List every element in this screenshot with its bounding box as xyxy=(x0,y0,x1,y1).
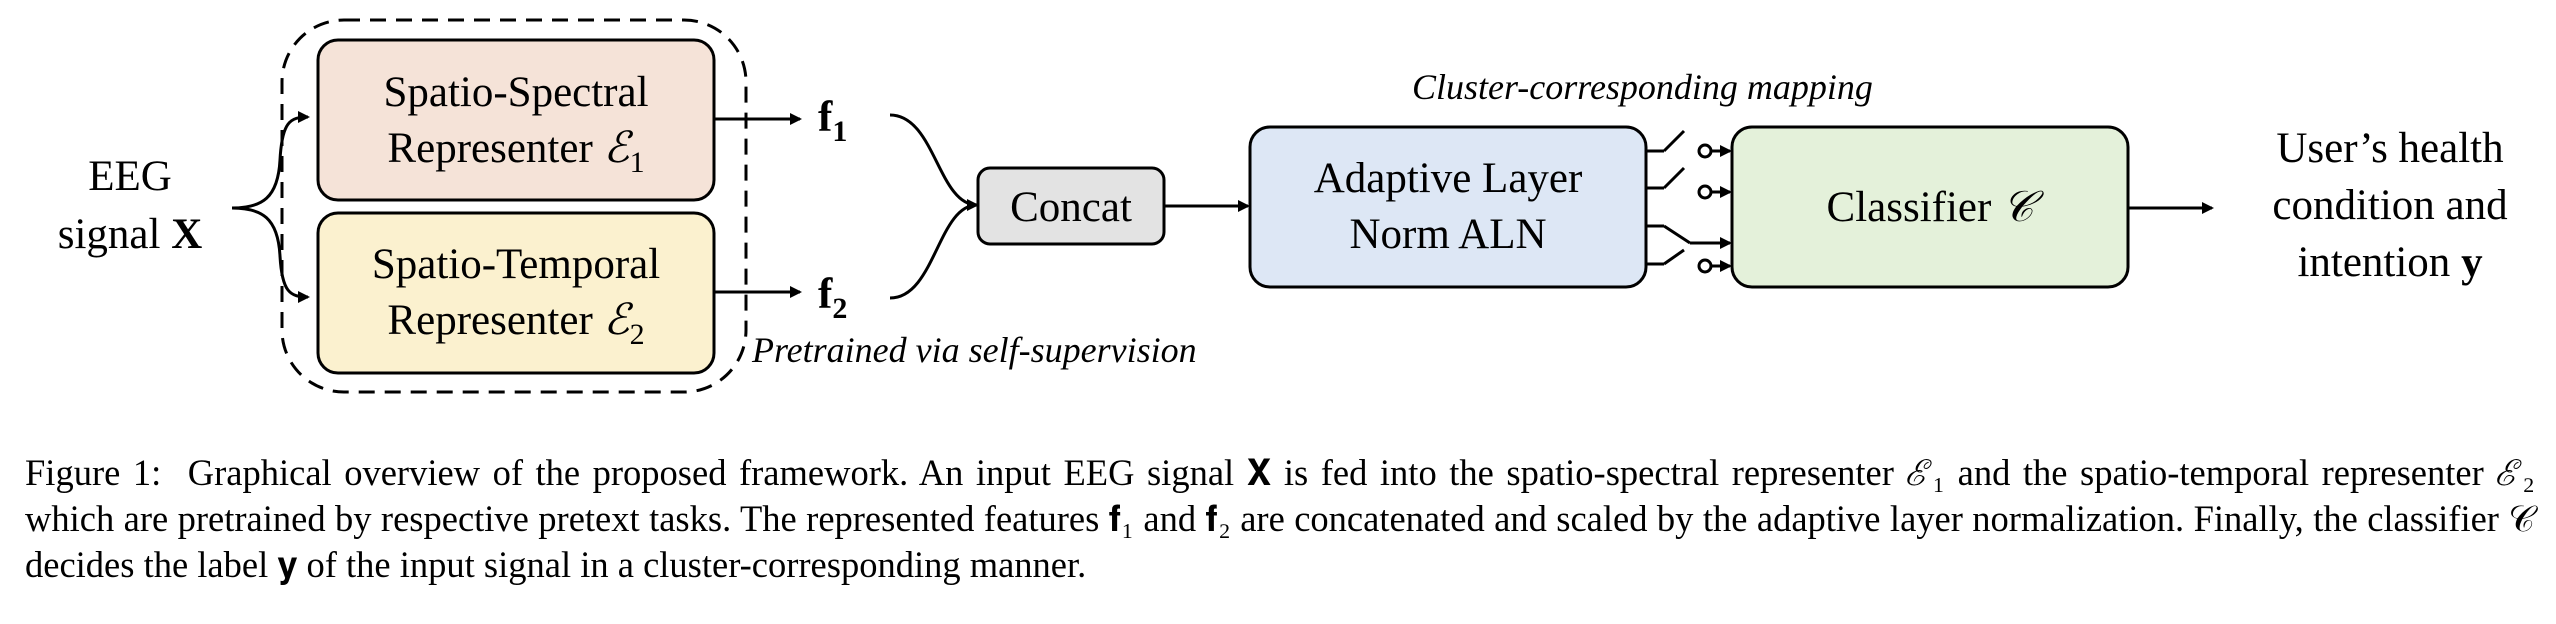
svg-text:Representer ℰ2: Representer ℰ2 xyxy=(387,297,644,351)
figure-caption: Figure 1: Graphical overview of the prop… xyxy=(25,450,2535,588)
adaptive-layer-norm-box: Adaptive Layer Norm ALN xyxy=(1248,125,1648,289)
input-brace-arrow-bottom xyxy=(231,206,310,303)
input-symbol-x: X xyxy=(171,211,202,258)
svg-text:signal X: signal X xyxy=(58,211,203,258)
svg-text:Concat: Concat xyxy=(1010,184,1132,231)
output-label: User’s health condition and intention y xyxy=(2272,125,2507,286)
svg-text:EEG: EEG xyxy=(88,153,172,200)
output-symbol-y: y xyxy=(2461,239,2483,286)
pretrained-note: Pretrained via self-supervision xyxy=(751,330,1197,370)
cluster-mapping-note: Cluster-corresponding mapping xyxy=(1412,67,1873,107)
svg-text:User’s health: User’s health xyxy=(2276,125,2503,172)
svg-text:Norm ALN: Norm ALN xyxy=(1349,211,1546,258)
merge-curve-f1 xyxy=(889,113,978,207)
svg-text:condition and: condition and xyxy=(2272,182,2507,229)
spatio-spectral-representer-box: Spatio-Spectral Representer ℰ1 xyxy=(316,38,716,202)
caption-text: Graphical overview of the proposed frame… xyxy=(25,452,2536,585)
framework-diagram: EEG signal X Spatio-Spectral Representer… xyxy=(58,18,2508,394)
input-eeg-signal-label: EEG signal X xyxy=(58,153,203,258)
svg-text:Adaptive Layer: Adaptive Layer xyxy=(1314,155,1583,202)
feature-f1-label: f1 xyxy=(818,94,847,148)
spatio-temporal-representer-box: Spatio-Temporal Representer ℰ2 xyxy=(316,211,716,375)
cluster-switches xyxy=(1646,129,1732,274)
classifier-box: Classifier 𝒞 xyxy=(1730,125,2130,289)
pretrained-group-outline xyxy=(280,18,748,394)
merge-curve-f2 xyxy=(889,199,979,300)
svg-text:Representer ℰ1: Representer ℰ1 xyxy=(387,125,644,179)
figure-label: Figure 1: xyxy=(25,452,162,493)
feature-f2-label: f2 xyxy=(818,271,847,325)
svg-text:intention y: intention y xyxy=(2297,239,2483,286)
concat-box: Concat xyxy=(976,166,1166,246)
svg-text:Spatio-Spectral: Spatio-Spectral xyxy=(383,69,648,116)
svg-text:Spatio-Temporal: Spatio-Temporal xyxy=(372,241,660,288)
svg-text:Classifier 𝒞: Classifier 𝒞 xyxy=(1827,184,2045,231)
input-brace-arrow-top xyxy=(231,111,310,210)
